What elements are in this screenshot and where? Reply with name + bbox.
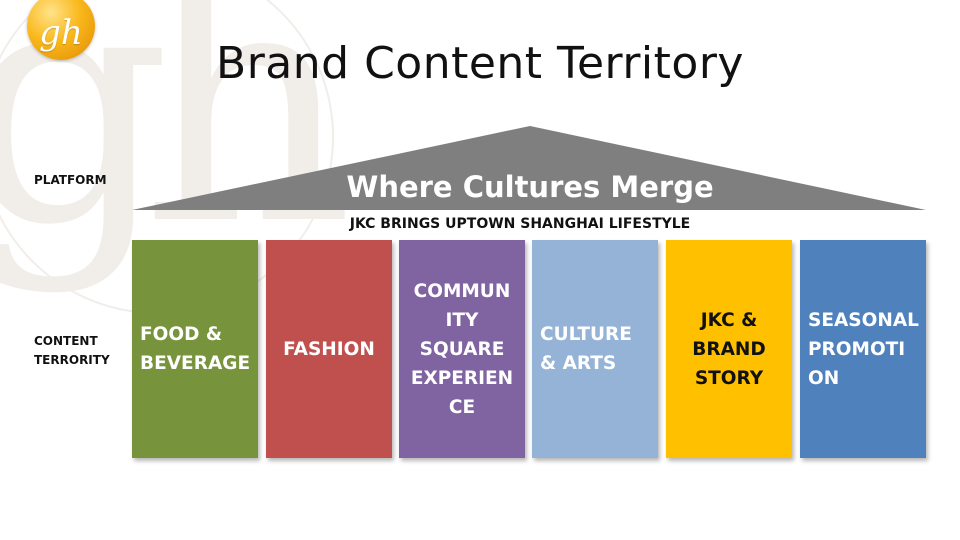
pillar-label: CULTURE & ARTS (540, 324, 632, 374)
pillar-4: CULTURE & ARTS (532, 240, 658, 458)
page-title: Brand Content Territory (216, 38, 744, 89)
pillar-label: FASHION (283, 338, 375, 360)
pillar-1: FOOD & BEVERAGE (132, 240, 258, 458)
pillar-label: COMMUN ITY SQUARE EXPERIEN CE (410, 280, 514, 418)
pillar-3: COMMUN ITY SQUARE EXPERIEN CE (399, 240, 525, 458)
gh-logo: gh (27, 0, 95, 60)
pillar-6: SEASONAL PROMOTI ON (800, 240, 926, 458)
pillar-5: JKC & BRAND STORY (666, 240, 792, 458)
pillar-2: FASHION (266, 240, 392, 458)
platform-tagline: JKC BRINGS UPTOWN SHANGHAI LIFESTYLE (349, 216, 691, 232)
roof-triangle (132, 126, 926, 210)
pillar-label: JKC & BRAND STORY (692, 309, 766, 389)
pillar-label: SEASONAL PROMOTI ON (808, 309, 919, 389)
pillar-label: FOOD & BEVERAGE (140, 324, 251, 374)
roof-text: Where Cultures Merge (346, 170, 714, 204)
platform-label: PLATFORM (34, 173, 107, 187)
platform-roof (132, 126, 926, 210)
content-territory-label: CONTENT TERRORITY (34, 334, 110, 367)
logo-text: gh (39, 13, 83, 53)
